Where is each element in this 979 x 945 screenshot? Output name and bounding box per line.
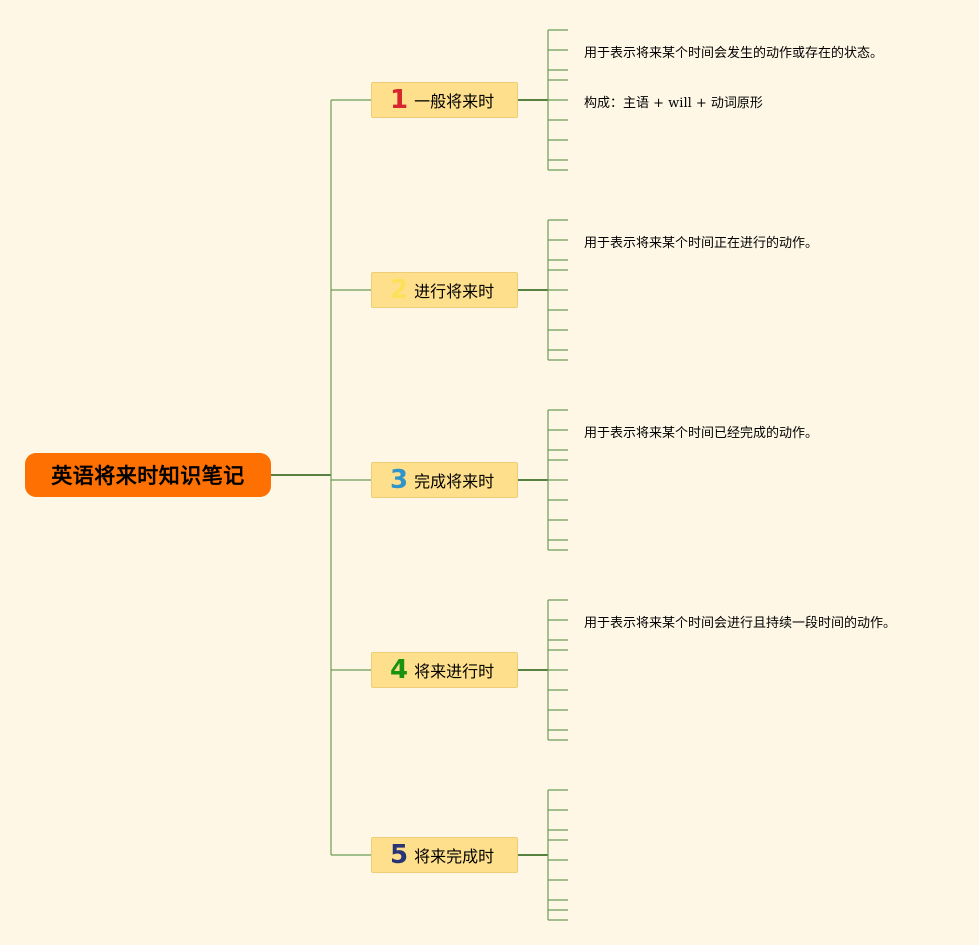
root-topic[interactable]: 英语将来时知识笔记 <box>25 453 271 497</box>
number-2-icon: 2 <box>390 275 409 305</box>
branch-topic-1[interactable]: 1 一般将来时 <box>371 82 518 118</box>
note-text[interactable]: 用于表示将来某个时间会进行且持续一段时间的动作。 <box>584 616 897 631</box>
number-3-icon: 3 <box>390 465 409 495</box>
number-4-icon: 4 <box>390 655 409 685</box>
branch-topic-5[interactable]: 5 将来完成时 <box>371 837 518 873</box>
branch-topic-4[interactable]: 4 将来进行时 <box>371 652 518 688</box>
note-text[interactable]: 构成：主语 + will + 动词原形 <box>584 96 763 111</box>
branch-label: 一般将来时 <box>414 92 495 111</box>
branch-label: 将来进行时 <box>414 662 495 681</box>
note-text[interactable]: 用于表示将来某个时间已经完成的动作。 <box>584 426 819 441</box>
branch-label: 将来完成时 <box>414 847 495 866</box>
branch-label: 进行将来时 <box>414 282 495 301</box>
number-5-icon: 5 <box>390 840 409 870</box>
connector-lines <box>271 29 568 921</box>
branch-topic-2[interactable]: 2 进行将来时 <box>371 272 518 308</box>
number-1-icon: 1 <box>390 85 409 115</box>
branch-label: 完成将来时 <box>414 472 495 491</box>
branch-topic-3[interactable]: 3 完成将来时 <box>371 462 518 498</box>
note-text[interactable]: 用于表示将来某个时间正在进行的动作。 <box>584 236 819 251</box>
note-text[interactable]: 用于表示将来某个时间会发生的动作或存在的状态。 <box>584 46 884 61</box>
